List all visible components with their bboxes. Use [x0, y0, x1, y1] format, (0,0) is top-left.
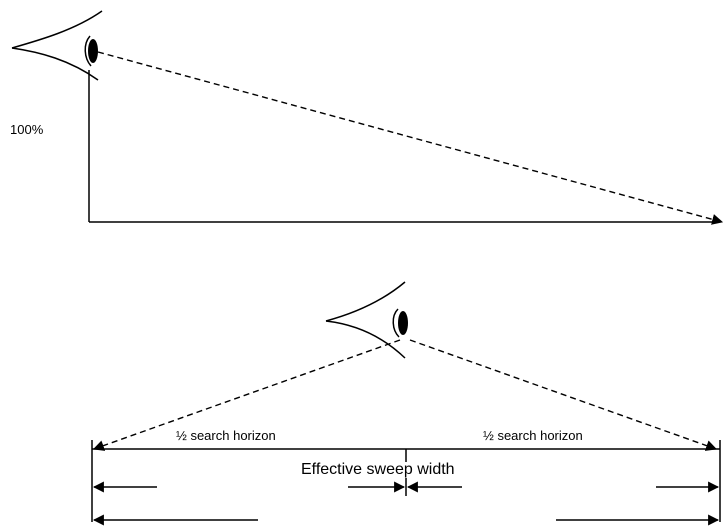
- left-sight-line: [92, 339, 401, 451]
- right-sight-line: [409, 339, 718, 451]
- bottom-eye-icon: [325, 281, 408, 359]
- effective-sweep-width-label: Effective sweep width: [300, 461, 456, 478]
- top-eye-icon: [11, 10, 103, 81]
- right-half-horizon-label: ½ search horizon: [483, 428, 583, 443]
- left-half-horizon-label: ½ search horizon: [176, 428, 276, 443]
- percent-label: 100%: [10, 122, 44, 137]
- top-sight-line: [97, 51, 724, 225]
